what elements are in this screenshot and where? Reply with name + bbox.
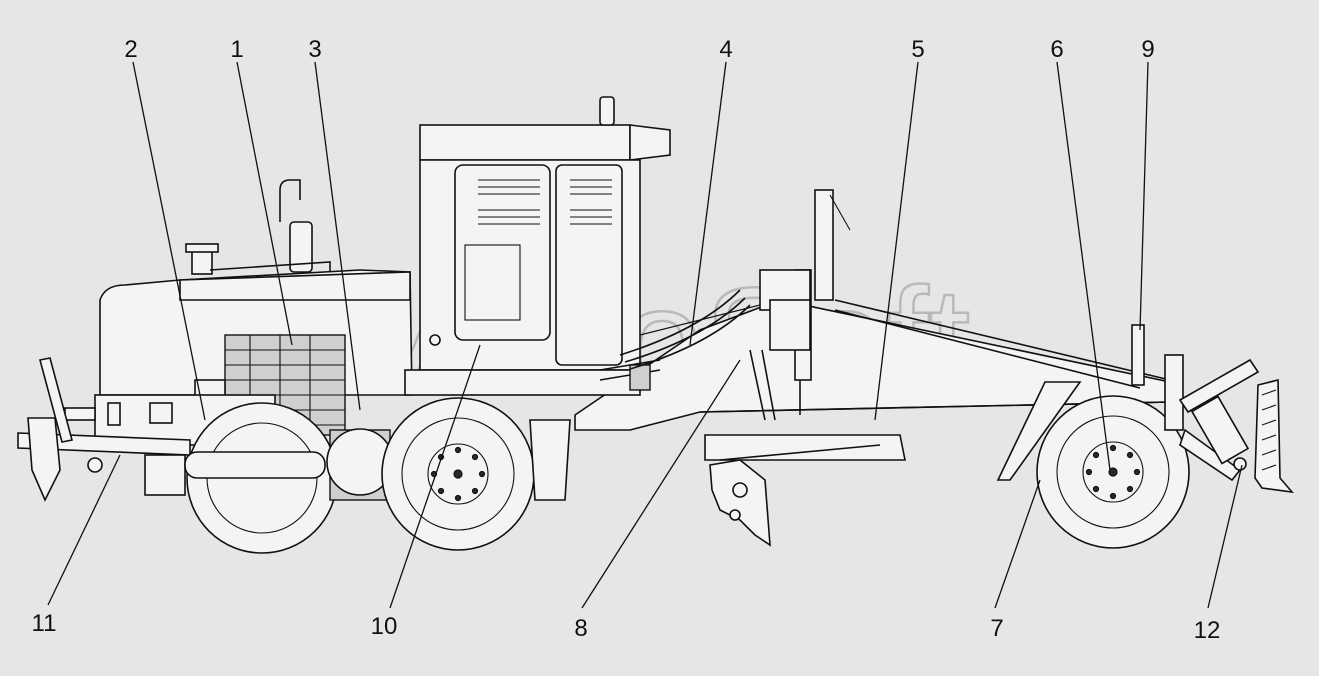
hydraulic-hoses xyxy=(619,289,751,370)
cab xyxy=(404,96,671,396)
callout-11: 11 xyxy=(32,610,57,637)
lift-cylinders xyxy=(749,189,1171,421)
callout-2: 2 xyxy=(124,36,137,63)
callout-8: 8 xyxy=(574,615,587,642)
rear-wheels xyxy=(184,397,571,554)
callout-12: 12 xyxy=(1194,617,1221,644)
callout-6: 6 xyxy=(1050,36,1063,63)
front-wheel xyxy=(996,324,1190,549)
callout-7: 7 xyxy=(990,615,1003,642)
callouts: 1 2 3 4 5 6 7 8 9 10 11 12 xyxy=(32,36,1221,644)
moldboard xyxy=(704,434,906,547)
leader-lines xyxy=(47,61,1243,609)
callout-5: 5 xyxy=(911,36,924,63)
callout-9: 9 xyxy=(1141,36,1154,63)
callout-10: 10 xyxy=(371,613,398,640)
front-blade xyxy=(1164,354,1294,494)
callout-3: 3 xyxy=(308,36,321,63)
callout-4: 4 xyxy=(719,36,732,63)
callout-1: 1 xyxy=(230,36,243,63)
